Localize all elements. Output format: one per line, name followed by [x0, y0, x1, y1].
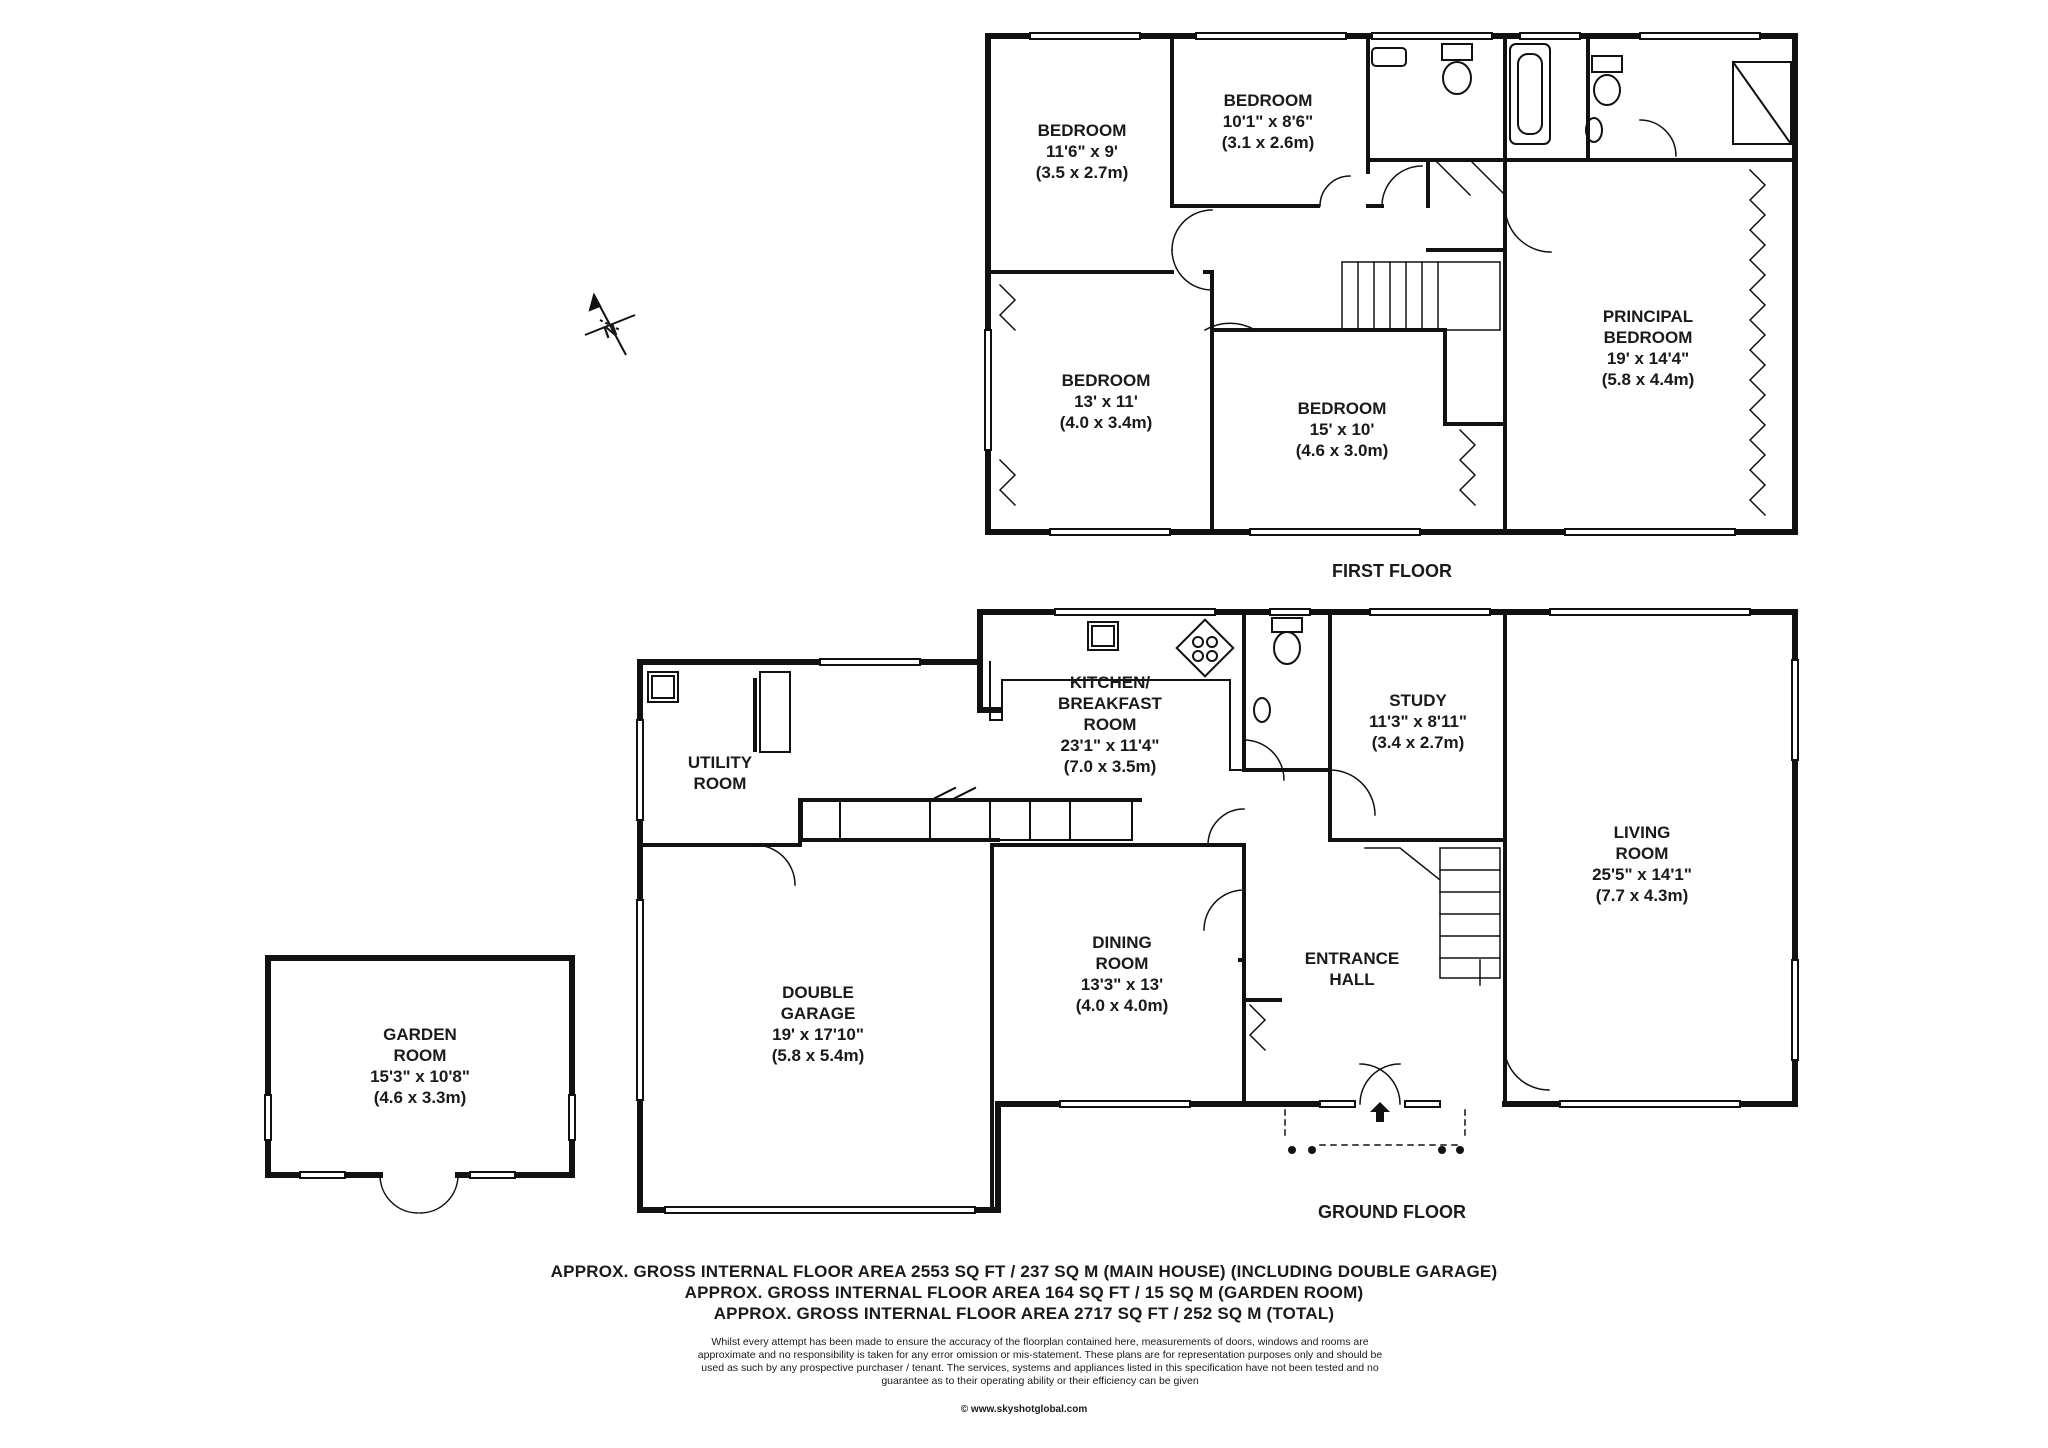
kitchen-size-metric: (7.0 x 3.5m)	[1064, 757, 1157, 776]
entrance-hall-label-1: ENTRANCE	[1305, 949, 1399, 968]
principal-bedroom-size-metric: (5.8 x 4.4m)	[1602, 370, 1695, 389]
first-floor-plan	[984, 32, 1798, 536]
first-floor-outer-walls	[985, 33, 1798, 535]
utility-label-2: ROOM	[694, 774, 747, 793]
dining-room-label-1: DINING	[1092, 933, 1152, 952]
garage-label-2: GARAGE	[781, 1004, 856, 1023]
ground-floor-stairs	[1364, 847, 1501, 986]
disclaimer-text: Whilst every attempt has been made to en…	[697, 1336, 1383, 1387]
kitchen-units	[801, 786, 1133, 841]
website-credit: © www.skyshotglobal.com	[960, 1404, 1088, 1415]
first-floor-stairs	[1341, 261, 1501, 331]
bedroom-4-size-metric: (4.6 x 3.0m)	[1296, 441, 1389, 460]
garage-size-imperial: 19' x 17'10"	[772, 1025, 864, 1044]
room-labels: BEDROOM 11'6" x 9' (3.5 x 2.7m) BEDROOM …	[370, 91, 1694, 1107]
ground-floor-fixtures	[647, 617, 1303, 771]
study-size-imperial: 11'3" x 8'11"	[1369, 712, 1467, 731]
garden-room-size-metric: (4.6 x 3.3m)	[374, 1088, 467, 1107]
garden-room-size-imperial: 15'3" x 10'8"	[370, 1067, 470, 1086]
area-line-main-house: APPROX. GROSS INTERNAL FLOOR AREA 2553 S…	[550, 1262, 1498, 1281]
ground-floor-windows	[636, 608, 1799, 1214]
garage-label-1: DOUBLE	[782, 983, 854, 1002]
first-floor-bathroom-fixtures	[1371, 43, 1793, 146]
bedroom-1-size-metric: (3.5 x 2.7m)	[1036, 163, 1129, 182]
first-floor-interior-walls	[986, 34, 1797, 534]
bedroom-2-size-metric: (3.1 x 2.6m)	[1222, 133, 1315, 152]
bedroom-3-label: BEDROOM	[1062, 371, 1151, 390]
first-floor-title: FIRST FLOOR	[1332, 561, 1452, 581]
area-line-total: APPROX. GROSS INTERNAL FLOOR AREA 2717 S…	[713, 1304, 1335, 1323]
first-floor-wardrobes	[998, 168, 1767, 517]
study-label: STUDY	[1389, 691, 1447, 710]
dining-room-size-imperial: 13'3" x 13'	[1081, 975, 1163, 994]
garden-room-label-2: ROOM	[394, 1046, 447, 1065]
living-room-size-metric: (7.7 x 4.3m)	[1596, 886, 1689, 905]
garden-room-label-1: GARDEN	[383, 1025, 457, 1044]
bedroom-4-label: BEDROOM	[1298, 399, 1387, 418]
compass-letter: N	[601, 319, 620, 342]
study-size-metric: (3.4 x 2.7m)	[1372, 733, 1465, 752]
principal-bedroom-label-1: PRINCIPAL	[1603, 307, 1693, 326]
bedroom-1-label: BEDROOM	[1038, 121, 1127, 140]
ground-floor-title: GROUND FLOOR	[1318, 1202, 1466, 1222]
area-line-garden-room: APPROX. GROSS INTERNAL FLOOR AREA 164 SQ…	[684, 1283, 1364, 1302]
bedroom-3-size-imperial: 13' x 11'	[1074, 392, 1138, 411]
entrance-hall-label-2: HALL	[1329, 970, 1374, 989]
principal-bedroom-label-2: BEDROOM	[1604, 328, 1693, 347]
living-room-size-imperial: 25'5" x 14'1"	[1592, 865, 1692, 884]
ground-floor-outer-walls	[637, 609, 1798, 1213]
first-floor-door-swings	[1171, 119, 1677, 332]
living-room-label-1: LIVING	[1614, 823, 1671, 842]
dining-room-size-metric: (4.0 x 4.0m)	[1076, 996, 1169, 1015]
bedroom-3-size-metric: (4.0 x 3.4m)	[1060, 413, 1153, 432]
first-floor-windows	[984, 32, 1761, 536]
utility-label-1: UTILITY	[688, 753, 753, 772]
kitchen-label-3: ROOM	[1084, 715, 1137, 734]
ground-floor-door-swings	[754, 739, 1550, 1146]
front-door-arrow	[1288, 1102, 1464, 1154]
kitchen-size-imperial: 23'1" x 11'4"	[1061, 736, 1160, 755]
living-room-label-2: ROOM	[1616, 844, 1669, 863]
bedroom-1-size-imperial: 11'6" x 9'	[1046, 142, 1118, 161]
principal-bedroom-size-imperial: 19' x 14'4"	[1607, 349, 1689, 368]
garden-room-plan	[264, 955, 576, 1214]
ground-floor-plan	[636, 608, 1799, 1214]
bedroom-4-size-imperial: 15' x 10'	[1310, 420, 1375, 439]
bedroom-2-label: BEDROOM	[1224, 91, 1313, 110]
kitchen-label-1: KITCHEN/	[1070, 673, 1151, 692]
kitchen-label-2: BREAKFAST	[1058, 694, 1163, 713]
compass-icon	[584, 292, 636, 356]
garage-size-metric: (5.8 x 5.4m)	[772, 1046, 865, 1065]
bedroom-2-size-imperial: 10'1" x 8'6"	[1223, 112, 1313, 131]
dining-room-label-2: ROOM	[1096, 954, 1149, 973]
